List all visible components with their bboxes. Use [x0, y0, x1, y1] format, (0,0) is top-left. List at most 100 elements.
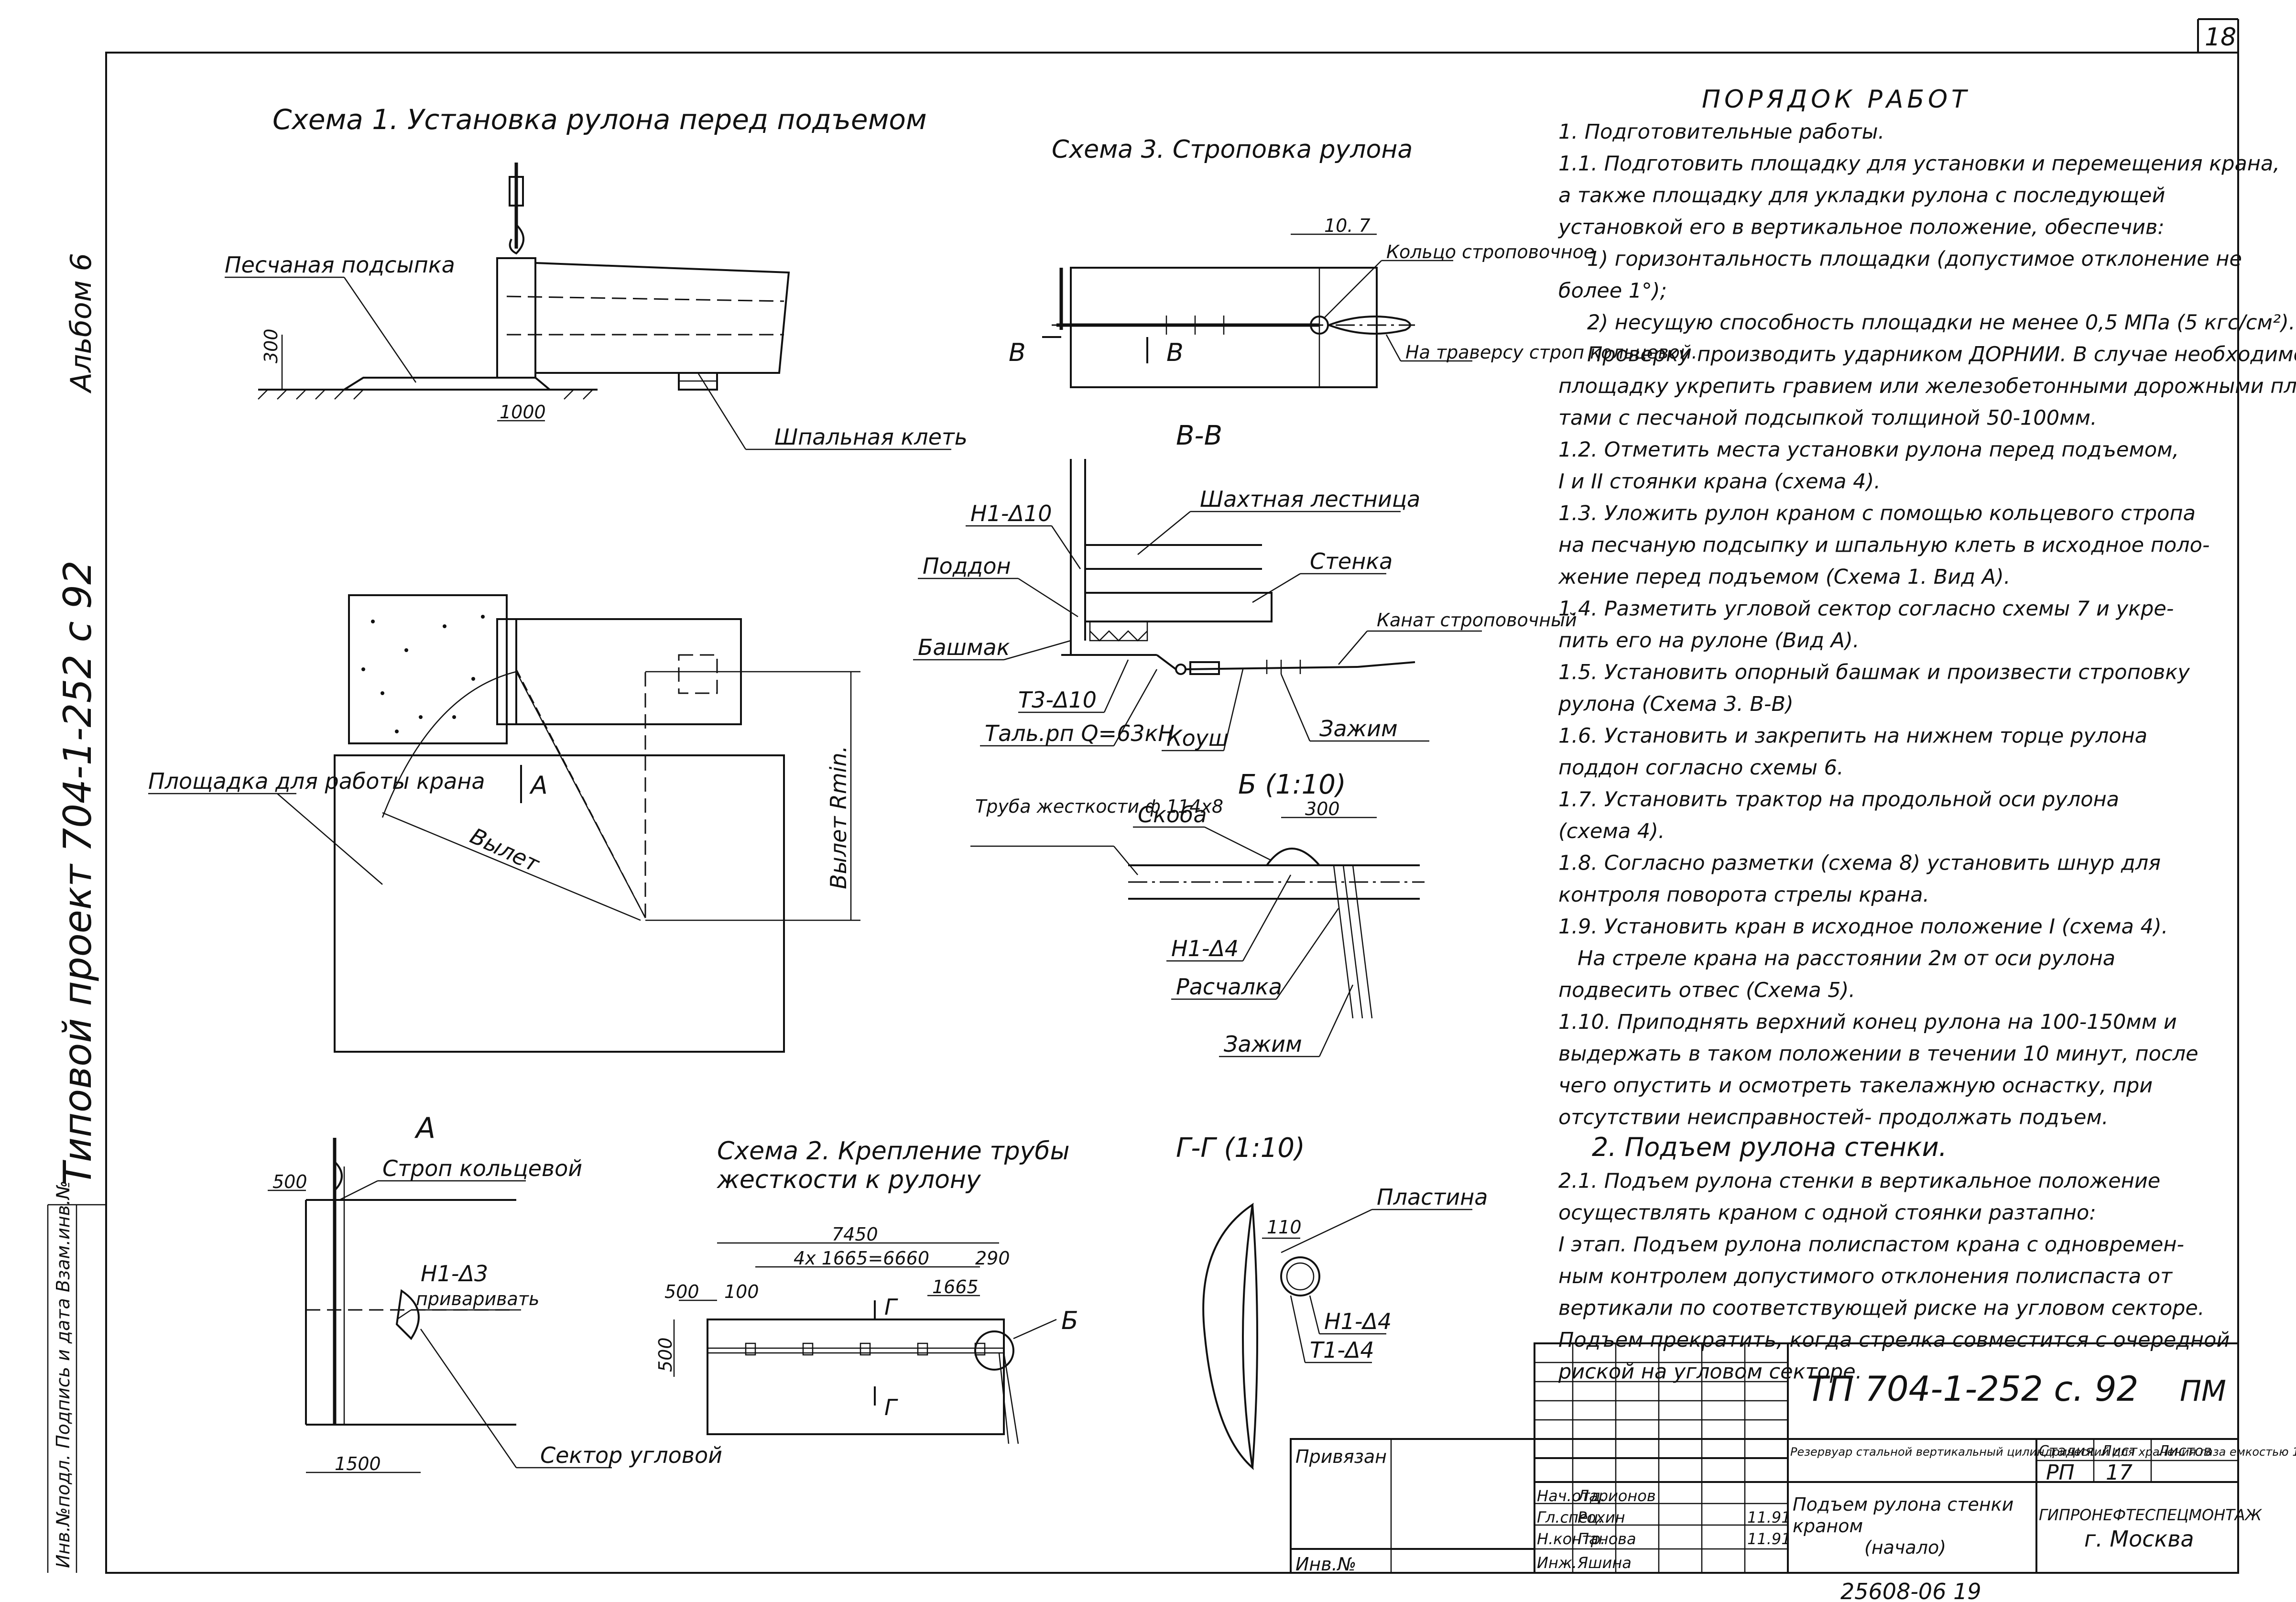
- work-order-line: 1. Подготовительные работы.: [1558, 120, 1884, 144]
- shoe-label: Башмак: [918, 634, 1010, 660]
- dim-500: 500: [664, 1281, 699, 1302]
- work-order-line: рулона (Схема 3. В-В): [1558, 692, 1794, 716]
- section-b-title: Б (1:10): [1238, 769, 1346, 800]
- gg-h1: Н1-Δ4: [1324, 1308, 1392, 1334]
- gg-t1: Т1-Δ4: [1310, 1337, 1374, 1363]
- title-block: ТП 704-1-252 с. 92 ПМ Привязан Инв.№ Рез…: [1290, 1342, 2296, 1575]
- view-a-h1: Н1-Δ3: [421, 1261, 488, 1286]
- work-order-line: более 1°);: [1558, 279, 1667, 303]
- wall-label: Стенка: [1310, 548, 1393, 574]
- reach-label: Вылет: [466, 823, 544, 877]
- g-marker-bottom: Г: [884, 1395, 898, 1420]
- archive-number: 25608-06 19: [1840, 1579, 1981, 1602]
- sheet-value: 17: [2106, 1460, 2133, 1485]
- work-order-line: 1.1. Подготовить площадку для установки …: [1558, 152, 2280, 176]
- dim-10: 10. 7: [1324, 215, 1371, 236]
- work-order-line: 1.10. Приподнять верхний конец рулона на…: [1558, 1010, 2177, 1034]
- sheet-title-1: Подъем рулона стенки: [1793, 1494, 2013, 1515]
- pipe-label: Труба жесткости ф 114х8: [975, 796, 1223, 817]
- work-order-line: Проверку производить ударником ДОРНИИ. В…: [1587, 343, 2296, 367]
- work-order-line: подвесить отвес (Схема 5).: [1558, 979, 1855, 1003]
- section-b: Б (1:10) 300 Труба жесткости ф 114х8 Ско…: [970, 769, 1425, 1057]
- dim-4x: 4х 1665=6660: [794, 1248, 929, 1269]
- work-order-line: 1.2. Отметить места установки рулона пер…: [1558, 438, 2179, 462]
- sector-label: Сектор угловой: [540, 1442, 722, 1468]
- sleeper-label: Шпальная клеть: [774, 424, 968, 450]
- weld-label: приваривать: [416, 1288, 539, 1309]
- section-b-dim300: 300: [1305, 798, 1340, 819]
- tali-label: Таль.рп Q=63кН: [985, 720, 1175, 746]
- traverse-label: На траверсу строп кольцевой.: [1405, 342, 1698, 363]
- view-a-dim500: 500: [272, 1171, 307, 1192]
- work-order-line: 2. Подъем рулона стенки.: [1592, 1132, 1947, 1162]
- work-order-line: жение перед подъемом (Схема 1. Вид А).: [1558, 565, 2011, 589]
- project-vertical: Типовой проект 704-1-252 с 92: [55, 560, 100, 1186]
- stage-label: Стадия: [2039, 1443, 2094, 1460]
- doc-code: ТП 704-1-252 с. 92: [1807, 1369, 2139, 1409]
- schema3-title: Схема 3. Строповка рулона: [1052, 135, 1413, 164]
- role-name: Рохин: [1578, 1508, 1625, 1526]
- view-a: А Строп кольцевой 500 Н1-Δ3 приваривать …: [268, 1112, 722, 1474]
- work-order-line: I и II стоянки крана (схема 4).: [1558, 470, 1881, 494]
- section-gg: Г-Г (1:10) 110 Пластина Н1-Δ4 Т1-Δ4: [1176, 1133, 1488, 1471]
- work-order-line: 1.3. Уложить рулон краном с помощью коль…: [1558, 501, 2196, 525]
- role-date: 11.91: [1747, 1530, 1791, 1548]
- schema2: Схема 2. Крепление трубы жесткости к рул…: [655, 1137, 1078, 1444]
- work-order-line: На стреле крана на расстоянии 2м от оси …: [1578, 947, 2115, 970]
- work-order-line: тами с песчаной подсыпкой толщиной 50-10…: [1558, 406, 2097, 430]
- work-order-line: осуществлять краном с одной стоянки разт…: [1558, 1201, 2096, 1225]
- dim-1000: 1000: [500, 402, 546, 423]
- work-order-line: ным контролем допустимого отклонения пол…: [1558, 1264, 2173, 1288]
- work-order-line: 1.7. Установить трактор на продольной ос…: [1558, 788, 2119, 812]
- schema2-title1: Схема 2. Крепление трубы: [717, 1137, 1070, 1166]
- work-order-line: 1.4. Разметить угловой сектор согласно с…: [1558, 597, 2174, 621]
- album-label: Альбом 6: [65, 253, 98, 394]
- pallet-label: Поддон: [923, 553, 1011, 579]
- work-order-line: 1.6. Установить и закрепить на нижнем то…: [1558, 724, 2147, 748]
- gg-dim110: 110: [1267, 1217, 1302, 1238]
- schema1: Схема 1. Установка рулона перед подъемом…: [225, 103, 968, 450]
- t3-label: Т3-Δ10: [1018, 687, 1097, 713]
- site-label: Площадка для работы крана: [148, 768, 485, 794]
- role-role: Гл.спец.: [1537, 1508, 1603, 1526]
- sheets-label: Листов: [2158, 1443, 2212, 1460]
- dim-290: 290: [975, 1248, 1010, 1269]
- sheet-frame: 18: [105, 18, 2239, 1574]
- schema1-plan: Вылет Rmin. Вылет А Площадка для работы …: [148, 594, 860, 1053]
- section-b-clamp: Зажим: [1224, 1031, 1302, 1057]
- b-marker: Б: [1061, 1307, 1078, 1335]
- schema1-title: Схема 1. Установка рулона перед подъемом: [272, 103, 927, 136]
- sand-label: Песчаная подсыпка: [225, 252, 455, 278]
- bb-marker-mid: В: [1166, 338, 1184, 367]
- work-order-line: 1) горизонтальность площадки (допустимое…: [1587, 247, 2242, 271]
- work-order-line: установкой его в вертикальное положение,…: [1557, 216, 2165, 240]
- sheet-title-3: (начало): [1864, 1537, 1946, 1558]
- rope-label: Канат строповочный: [1377, 610, 1577, 631]
- org-line1: ГИПРОНЕФТЕСПЕЦМОНТАЖ: [2039, 1506, 2263, 1524]
- doc-mark: ПМ: [2180, 1374, 2226, 1408]
- work-order-line: Подъем прекратить, когда стрелка совмест…: [1558, 1328, 2230, 1352]
- work-order-line: 1.9. Установить кран в исходное положени…: [1558, 915, 2168, 939]
- plate-label: Пластина: [1377, 1184, 1488, 1210]
- dim-1665: 1665: [932, 1276, 979, 1297]
- ring-label: Кольцо строповочное: [1386, 241, 1595, 262]
- role-name: Ларионов: [1577, 1487, 1656, 1505]
- stage-value: РП: [2046, 1460, 2075, 1485]
- inv-label: Инв.№: [1295, 1554, 1356, 1575]
- section-bb-title: В-В: [1176, 420, 1222, 451]
- role-role: Нач.отд.: [1537, 1487, 1605, 1505]
- work-order-line: пить его на рулоне (Вид А).: [1558, 629, 1860, 653]
- sheet-title-2: краном: [1793, 1515, 1863, 1537]
- g-marker-top: Г: [884, 1294, 898, 1320]
- work-order-line: вертикали по соответствующей риске на уг…: [1558, 1297, 2205, 1320]
- sling-label: Строп кольцевой: [382, 1155, 582, 1181]
- work-order-line: чего опустить и осмотреть такелажную осн…: [1558, 1074, 2153, 1098]
- role-name: Панова: [1578, 1530, 1636, 1548]
- role-role: Инж.: [1537, 1554, 1577, 1572]
- description: Резервуар стальной вертикальный цилиндри…: [1790, 1445, 2296, 1459]
- schema2-title2: жесткости к рулону: [717, 1166, 981, 1194]
- work-order-line: на песчаную подсыпку и шпальную клеть в …: [1558, 534, 2209, 557]
- work-order-line: 2.1. Подъем рулона стенки в вертикальное…: [1558, 1169, 2160, 1193]
